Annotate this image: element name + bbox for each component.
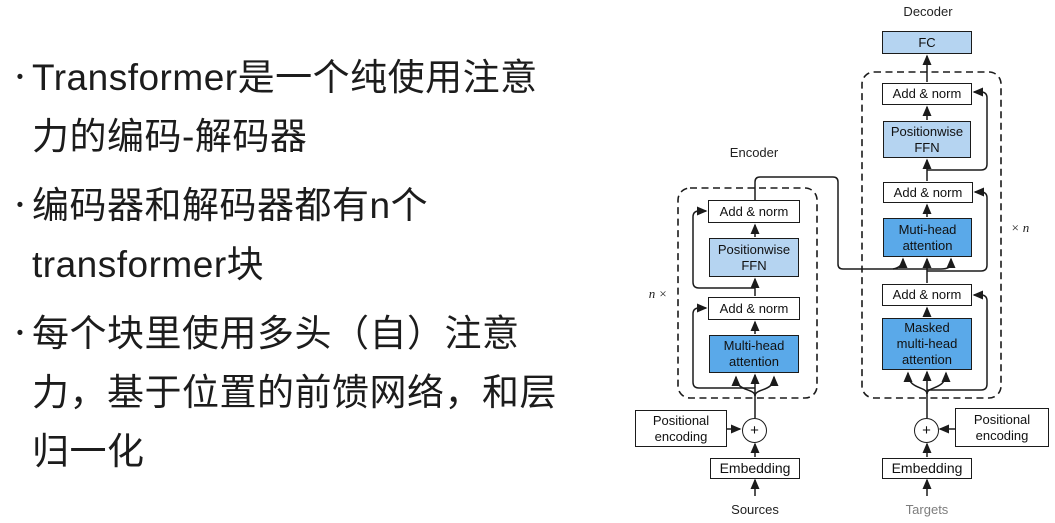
bullet-icon: • bbox=[16, 67, 24, 88]
bullet-text: 编码器和解码器都有n个 transformer块 bbox=[32, 185, 429, 285]
decoder-multi-head-attention-box: Muti-head attention bbox=[883, 218, 972, 257]
decoder-block-outline bbox=[861, 71, 1002, 399]
encoder-plus-circle: + bbox=[742, 418, 767, 443]
decoder-plus-circle: + bbox=[914, 418, 939, 443]
decoder-repeat-label: × n bbox=[1010, 220, 1030, 235]
encoder-add-norm-top-box: Add & norm bbox=[708, 200, 800, 223]
transformer-diagram: Decoder Encoder FC Add & norm Positionwi… bbox=[615, 0, 1055, 523]
decoder-add-norm-mid-box: Add & norm bbox=[883, 182, 973, 203]
encoder-label: Encoder bbox=[729, 145, 779, 160]
encoder-multi-head-attention-box: Multi-head attention bbox=[709, 335, 799, 373]
diagram-connections bbox=[677, 54, 1002, 496]
bullet-icon: • bbox=[16, 323, 24, 344]
encoder-positionwise-ffn-box: Positionwise FFN bbox=[709, 238, 799, 277]
bullet-item: • 编码器和解码器都有n个 transformer块 bbox=[8, 176, 612, 294]
arrow-lines bbox=[692, 54, 988, 496]
encoder-repeat-label: n × bbox=[648, 286, 668, 301]
targets-label: Targets bbox=[905, 502, 949, 517]
sources-label: Sources bbox=[731, 502, 779, 517]
bullet-item: • Transformer是一个纯使用注意 力的编码-解码器 bbox=[8, 48, 612, 166]
fc-box: FC bbox=[882, 31, 972, 54]
encoder-block-outline bbox=[677, 187, 818, 399]
decoder-embedding-box: Embedding bbox=[882, 458, 972, 479]
decoder-label: Decoder bbox=[903, 4, 953, 19]
decoder-positional-encoding-box: Positional encoding bbox=[955, 408, 1049, 447]
bullet-text: 每个块里使用多头（自）注意 力，基于位置的前馈网络，和层 归一化 bbox=[32, 313, 557, 472]
encoder-positional-encoding-box: Positional encoding bbox=[635, 410, 727, 447]
bullet-text: Transformer是一个纯使用注意 力的编码-解码器 bbox=[32, 57, 538, 157]
decoder-add-norm-top-box: Add & norm bbox=[882, 83, 972, 105]
masked-multi-head-attention-box: Masked multi-head attention bbox=[882, 318, 972, 370]
decoder-positionwise-ffn-box: Positionwise FFN bbox=[883, 121, 971, 158]
slide-text-panel: • Transformer是一个纯使用注意 力的编码-解码器 • 编码器和解码器… bbox=[8, 48, 612, 481]
bullet-icon: • bbox=[16, 195, 24, 216]
decoder-add-norm-bottom-box: Add & norm bbox=[882, 284, 972, 306]
encoder-embedding-box: Embedding bbox=[710, 458, 800, 479]
encoder-add-norm-bottom-box: Add & norm bbox=[708, 297, 800, 320]
bullet-item: • 每个块里使用多头（自）注意 力，基于位置的前馈网络，和层 归一化 bbox=[8, 304, 612, 481]
